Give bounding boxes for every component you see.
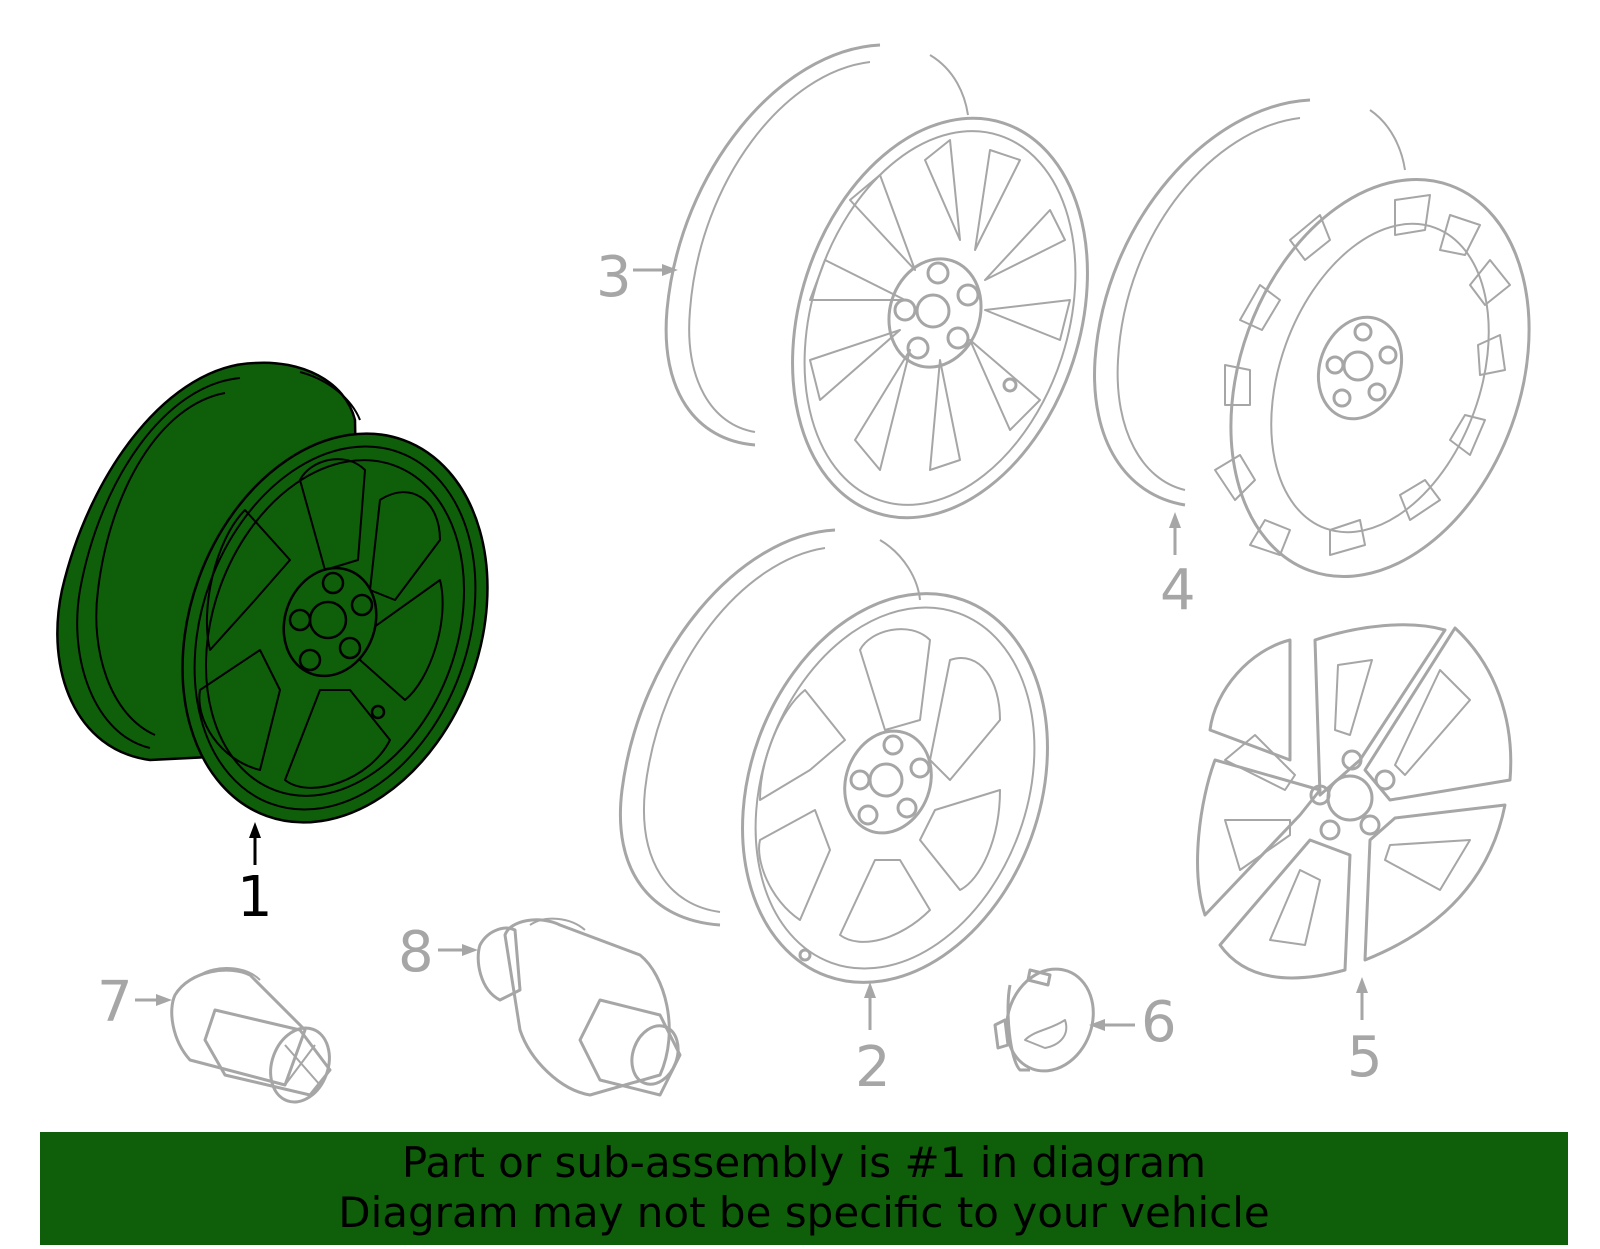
leader-arrow-7 [135,994,172,1006]
center-cap-icon[interactable] [993,957,1108,1083]
leader-arrow-6 [1089,1019,1135,1031]
alloy-wheel-5-spoke-icon[interactable] [619,528,1099,1026]
leader-arrow-8 [438,944,478,956]
banner-line-2: Diagram may not be specific to your vehi… [338,1188,1270,1237]
locking-lug-nut-icon[interactable] [476,917,686,1097]
callout-1[interactable]: 1 [237,865,273,930]
callout-2[interactable]: 2 [855,1035,891,1100]
lug-nut-icon[interactable] [170,967,340,1110]
callout-4[interactable]: 4 [1160,558,1196,623]
info-banner: Part or sub-assembly is #1 in diagram Di… [40,1132,1568,1245]
leader-arrow-1 [249,822,261,865]
callout-7[interactable]: 7 [97,970,133,1035]
banner-line-1: Part or sub-assembly is #1 in diagram [401,1138,1207,1187]
leader-arrow-5 [1356,977,1368,1020]
alloy-wheel-multi-spoke-icon[interactable] [664,43,1136,556]
wheel-cover-icon[interactable] [1196,623,1513,980]
leader-arrow-4 [1169,512,1181,555]
leader-arrows [135,264,1368,1031]
callout-3[interactable]: 3 [596,245,632,310]
banner-background [40,1132,1568,1245]
leader-arrow-3 [633,264,678,276]
leader-arrow-2 [864,982,876,1030]
spare-wheel-icon[interactable] [1093,98,1582,619]
callout-5[interactable]: 5 [1347,1025,1383,1090]
callout-6[interactable]: 6 [1141,990,1177,1055]
alloy-wheel-5-split-spoke-icon[interactable] [56,361,539,866]
callout-8[interactable]: 8 [398,920,434,985]
